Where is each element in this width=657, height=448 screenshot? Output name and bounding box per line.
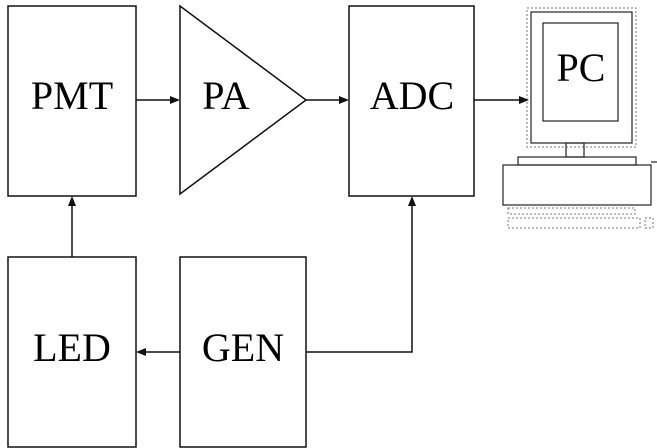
pa-amplifier: PA	[180, 6, 306, 194]
pc-label: PC	[557, 45, 606, 90]
pc-computer-icon: PC	[503, 8, 657, 228]
arrow-gen-to-adc	[306, 196, 416, 352]
pmt-block: PMT	[8, 6, 136, 196]
arrow-gen-to-led	[136, 348, 180, 356]
arrow-led-to-pmt	[68, 196, 76, 257]
gen-block: GEN	[180, 257, 306, 447]
pa-label: PA	[202, 73, 250, 118]
adc-block: ADC	[349, 6, 474, 196]
pmt-label: PMT	[31, 73, 113, 118]
arrow-adc-to-pc	[474, 96, 529, 104]
led-block: LED	[8, 257, 136, 447]
led-label: LED	[33, 325, 111, 370]
arrow-pa-to-adc	[306, 96, 349, 104]
gen-label: GEN	[202, 325, 284, 370]
adc-label: ADC	[370, 73, 454, 118]
arrow-pmt-to-pa	[136, 96, 180, 104]
